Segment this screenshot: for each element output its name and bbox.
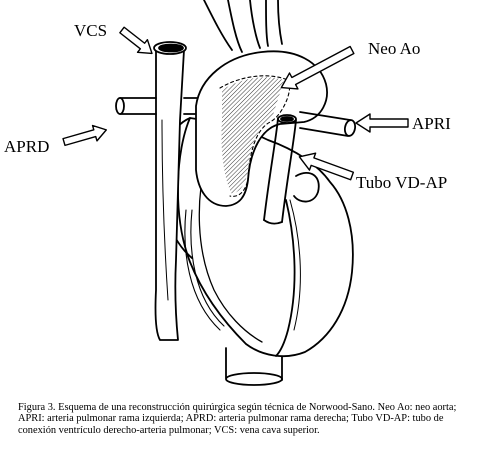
label-vcs: VCS xyxy=(74,21,107,40)
right-pulmonary-artery xyxy=(115,97,201,115)
coronary-artery xyxy=(275,199,296,357)
aprd-arrow xyxy=(62,124,107,147)
rv-pa-conduit xyxy=(263,114,297,225)
label-aprd: APRD xyxy=(4,137,49,156)
neo-ao-arrow xyxy=(280,45,355,90)
label-tubo-vd-ap: Tubo VD-AP xyxy=(356,173,447,192)
superior-vena-cava xyxy=(153,41,187,341)
label-neo-ao: Neo Ao xyxy=(368,39,420,58)
atrial-appendage xyxy=(293,171,320,203)
inferior-vena-cava xyxy=(225,347,283,386)
right-ventricle-outline xyxy=(198,159,263,343)
neo-aorta-patch xyxy=(221,77,284,194)
coronary-left-strand xyxy=(184,209,221,331)
neo-aorta xyxy=(195,50,328,207)
label-apri: APRI xyxy=(412,114,451,133)
vcs-arrow xyxy=(119,26,153,55)
figure-caption: Figura 3. Esquema de una reconstrucción … xyxy=(18,402,457,436)
heart-diagram: VCS Neo Ao APRI APRD Tubo VD-AP xyxy=(4,0,451,386)
apri-arrow xyxy=(355,113,409,133)
tubo-arrow xyxy=(298,152,355,181)
left-pulmonary-artery xyxy=(299,111,357,137)
aortic-arch-branches xyxy=(203,0,283,53)
